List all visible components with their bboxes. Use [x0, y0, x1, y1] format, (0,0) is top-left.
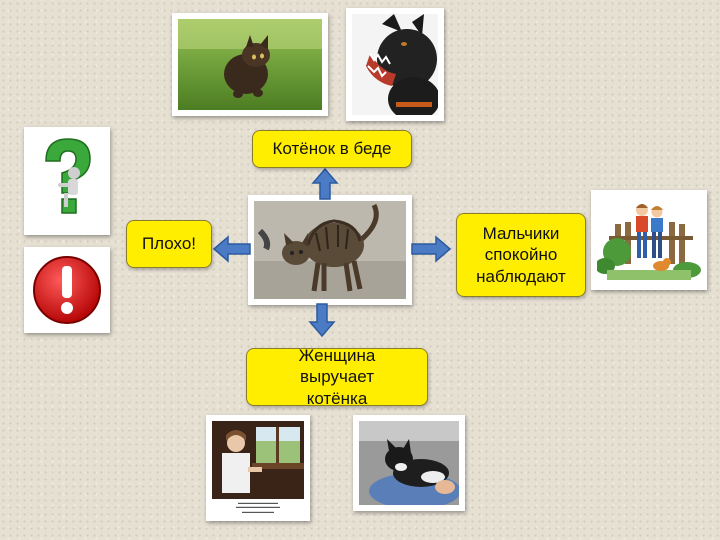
arrow-right	[411, 235, 452, 263]
photo-scared-kitten	[248, 195, 412, 305]
arrow-down	[308, 303, 336, 338]
node-kitten-in-trouble: Котёнок в беде	[252, 130, 412, 168]
photo-boys-fence	[591, 190, 707, 290]
photo-kitten-grass	[172, 13, 328, 116]
photo-angry-dog	[346, 8, 444, 121]
node-bad: Плохо!	[126, 220, 212, 268]
node-boys-watch: Мальчики спокойно наблюдают	[456, 213, 586, 297]
photo-woman-window: ▬▬▬▬▬▬▬▬▬▬▬▬▬▬▬▬▬▬▬▬▬▬▬▬▬▬▬▬▬	[206, 415, 310, 521]
arrow-left	[212, 235, 251, 263]
photo-cat-in-hands	[353, 415, 465, 511]
node-woman-rescues: Женщина выручает котёнка	[246, 346, 428, 408]
arrow-up	[311, 167, 339, 200]
question-mark-card	[24, 127, 110, 235]
exclamation-icon	[30, 253, 104, 327]
exclamation-card	[24, 247, 110, 333]
photo-credit: ▬▬▬▬▬▬▬▬▬▬▬▬▬▬▬▬▬▬▬▬▬▬▬▬▬▬▬▬▬	[236, 499, 280, 515]
question-mark-icon	[30, 133, 104, 229]
